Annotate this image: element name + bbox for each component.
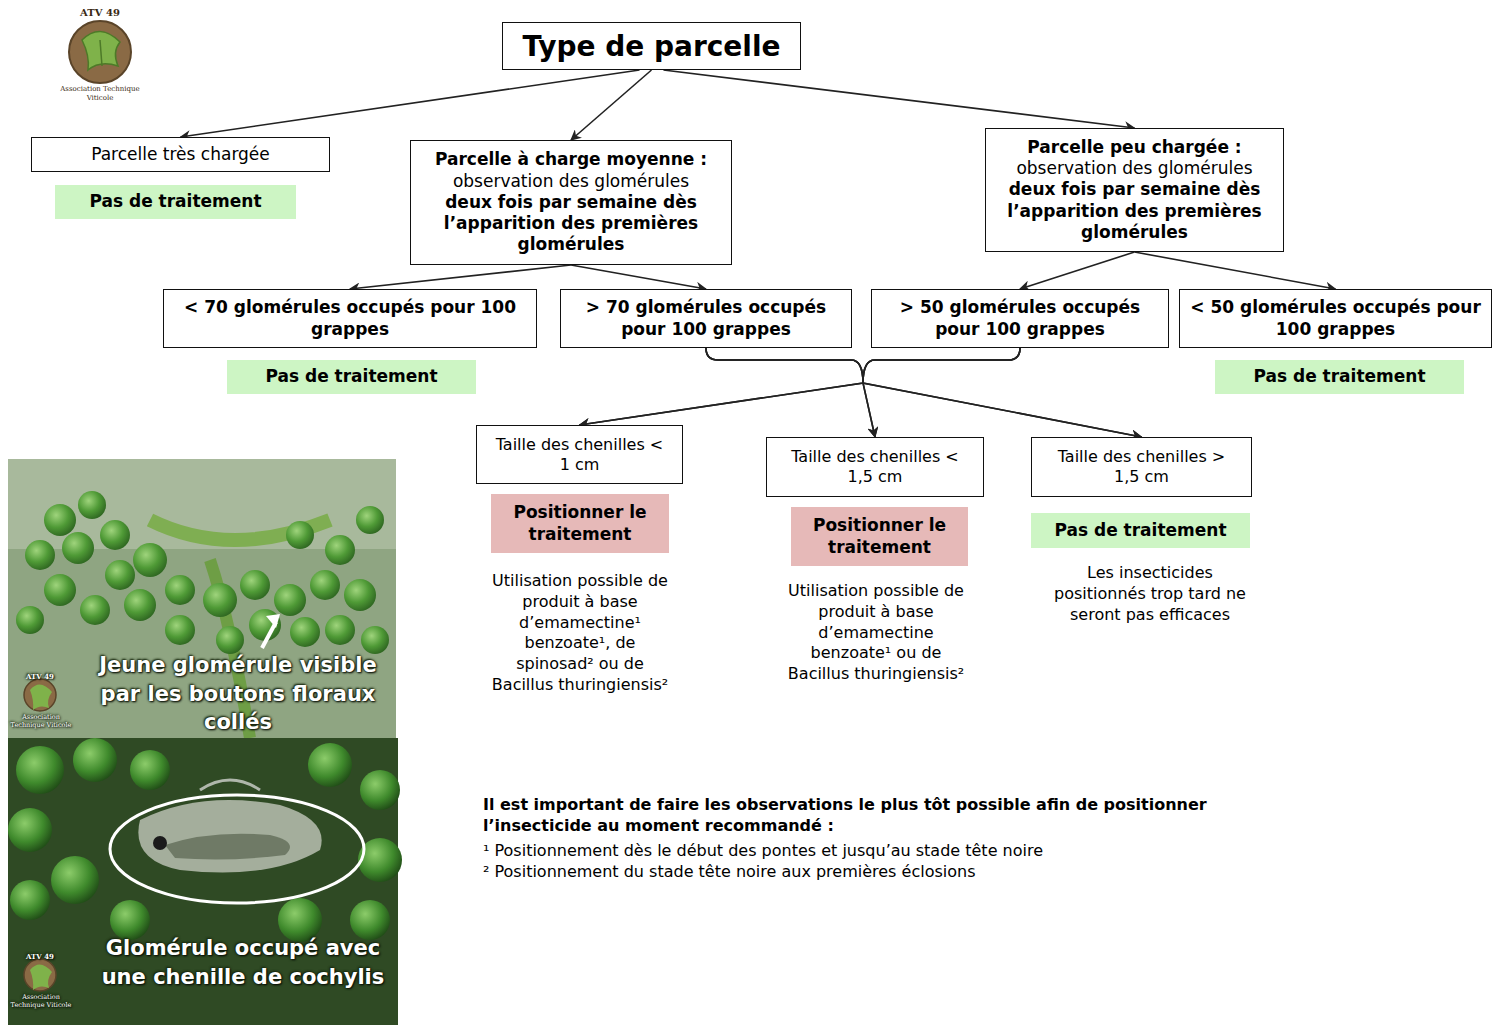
- threshold-box: < 70 glomérules occupés pour 100 grappes: [163, 289, 537, 348]
- logo: [69, 21, 131, 83]
- product-note: Utilisation possible de produit à base d…: [781, 581, 971, 685]
- size-box: Taille des chenilles < 1,5 cm: [766, 437, 984, 497]
- connector-arrow: [1020, 252, 1135, 289]
- parcel-box: Parcelle à charge moyenne :observation d…: [410, 140, 732, 265]
- no-treatment-box: Pas de traitement: [55, 185, 296, 219]
- warning-note: Les insecticides positionnés trop tard n…: [1050, 563, 1250, 625]
- connector-arrow: [663, 70, 1134, 128]
- logo-text: ATV 49: [78, 6, 122, 19]
- parcel-box: Parcelle peu chargée :observation des gl…: [985, 128, 1284, 252]
- connector-arrow: [706, 348, 875, 437]
- connector-arrow: [571, 265, 706, 289]
- node-text: Taille des chenilles < 1 cm: [491, 435, 668, 475]
- logo-text: ATV 49: [20, 672, 60, 681]
- treatment-box: Positionner le traitement: [491, 494, 669, 553]
- logo-text: ATV 49: [20, 952, 60, 961]
- connector-arrow: [181, 70, 640, 137]
- node-text: Taille des chenilles < 1,5 cm: [785, 447, 965, 487]
- connector-arrow: [1135, 252, 1336, 289]
- node-text: Pas de traitement: [265, 366, 437, 387]
- footnote: ² Positionnement du stade tête noire aux…: [483, 862, 1228, 883]
- node-text: Positionner le traitement: [499, 502, 661, 545]
- node-text: < 50 glomérules occupés pour 100 grappes: [1188, 297, 1483, 340]
- node-text: Positionner le traitement: [799, 515, 960, 558]
- footnote: ¹ Positionnement dès le début des pontes…: [483, 841, 1228, 862]
- root-box: Type de parcelle: [502, 22, 801, 70]
- no-treatment-box: Pas de traitement: [1031, 513, 1250, 548]
- logo-text: Association Technique Viticole: [8, 993, 74, 1010]
- size-box: Taille des chenilles > 1,5 cm: [1031, 437, 1252, 497]
- threshold-box: < 50 glomérules occupés pour 100 grappes: [1179, 289, 1492, 348]
- node-text: observation des glomérules: [1016, 158, 1252, 179]
- photo-caption: Glomérule occupé avec une chenille de co…: [88, 934, 398, 991]
- connector-arrow: [863, 348, 1020, 437]
- node-text: Pas de traitement: [1054, 520, 1226, 541]
- node-text: > 50 glomérules occupés pour 100 grappes: [880, 297, 1160, 340]
- treatment-box: Positionner le traitement: [791, 507, 968, 566]
- node-text: < 70 glomérules occupés pour 100 grappes: [174, 297, 526, 340]
- advice-note: Il est important de faire les observatio…: [483, 795, 1228, 837]
- node-text: Pas de traitement: [1253, 366, 1425, 387]
- connector-arrow: [571, 70, 652, 140]
- product-note: Utilisation possible de produit à base d…: [485, 571, 675, 696]
- node-text: Parcelle très chargée: [91, 144, 270, 165]
- node-text: > 70 glomérules occupés pour 100 grappes: [569, 297, 843, 340]
- connector-arrow: [863, 348, 1142, 437]
- threshold-box: > 50 glomérules occupés pour 100 grappes: [871, 289, 1169, 348]
- no-treatment-box: Pas de traitement: [227, 360, 476, 394]
- node-text: Pas de traitement: [89, 191, 261, 212]
- node-text: deux fois par semaine dès l’apparition d…: [419, 192, 723, 256]
- threshold-box: > 70 glomérules occupés pour 100 grappes: [560, 289, 852, 348]
- parcel-box: Parcelle très chargée: [31, 137, 330, 172]
- node-text: Parcelle peu chargée :: [1027, 137, 1241, 158]
- size-box: Taille des chenilles < 1 cm: [476, 425, 683, 484]
- node-text: Type de parcelle: [522, 29, 780, 64]
- logo-text: Association Technique Viticole: [8, 713, 74, 730]
- no-treatment-box: Pas de traitement: [1215, 360, 1464, 394]
- node-text: Taille des chenilles > 1,5 cm: [1051, 447, 1232, 487]
- photo-bud-cluster: [8, 459, 396, 738]
- node-text: deux fois par semaine dès l’apparition d…: [994, 179, 1275, 243]
- photo-occupied-glomerule: [8, 738, 402, 1025]
- connector-arrow: [350, 265, 571, 289]
- node-text: Parcelle à charge moyenne :: [435, 149, 707, 170]
- connector-arrow: [706, 348, 1142, 437]
- node-text: observation des glomérules: [453, 171, 689, 192]
- logo-text: Association Technique Viticole: [52, 85, 148, 103]
- photo-caption: Jeune glomérule visible par les boutons …: [80, 651, 396, 737]
